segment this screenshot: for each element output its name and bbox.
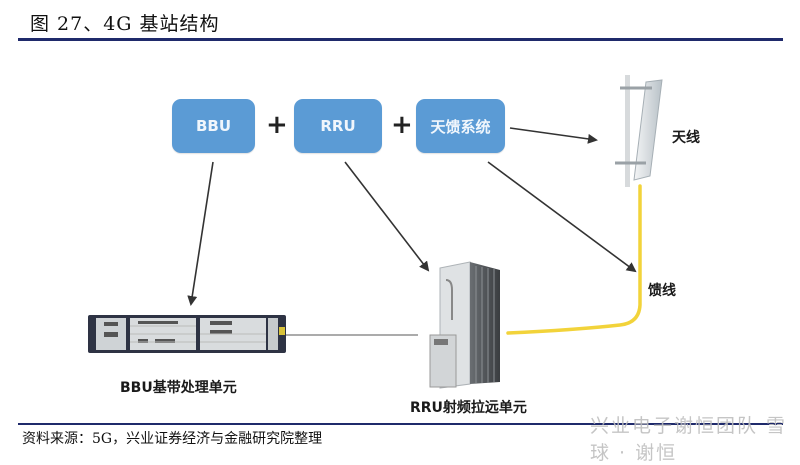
arrow-rru-to-rru-unit — [344, 161, 430, 272]
plus-sign-1: + — [266, 110, 288, 140]
watermark: 兴业电子谢恒团队 雪球 · 谢恒 — [590, 415, 788, 464]
feeder-label: 馈线 — [648, 283, 676, 299]
rru-unit-illustration — [429, 261, 500, 389]
bbu-unit-label: BBU基带处理单元 — [120, 380, 237, 396]
figure-title: 图 27、4G 基站结构 — [30, 13, 220, 35]
antenna-label: 天线 — [672, 130, 700, 146]
plus-sign-2: + — [391, 110, 413, 140]
rru-box-label: RRU — [320, 117, 356, 135]
feeder-cable — [506, 184, 642, 335]
source-rule — [18, 423, 783, 425]
antenna-feeder-box: 天馈系统 — [416, 99, 505, 153]
bbu-box-label: BBU — [195, 117, 232, 135]
rru-box: RRU — [294, 99, 382, 153]
arrow-antenna-feeder-to-antenna — [509, 127, 598, 144]
arrow-bbu-to-bbu-unit — [187, 161, 214, 306]
title-rule — [18, 38, 783, 41]
figure-source: 资料来源：5G，兴业证券经济与金融研究院整理 — [22, 431, 323, 447]
antenna-feeder-box-label: 天馈系统 — [430, 117, 491, 136]
bbu-box: BBU — [172, 99, 255, 153]
rru-unit-label: RRU射频拉远单元 — [410, 400, 527, 416]
antenna-illustration — [615, 75, 663, 187]
arrow-antenna-feeder-to-feeder — [487, 161, 637, 273]
bbu-unit-illustration — [88, 315, 286, 353]
